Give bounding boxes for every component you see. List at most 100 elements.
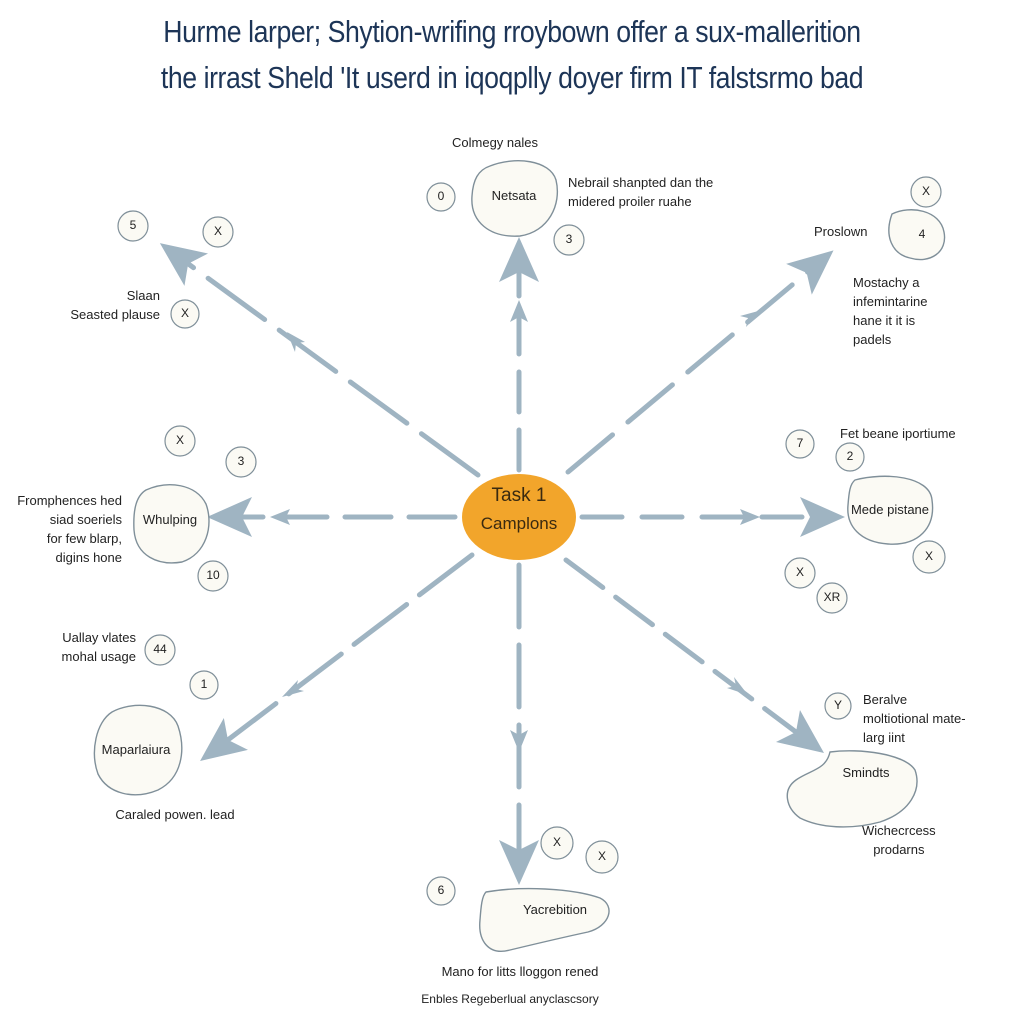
mid-arrow-right	[740, 509, 760, 525]
bottom-left-blob-label: Maparlaiura	[101, 742, 171, 757]
right-badge-a: 7	[796, 436, 804, 450]
badge-circle-b-b	[585, 840, 619, 874]
badge-circle-l-c	[197, 560, 229, 592]
spoke-top-left	[159, 243, 481, 478]
right-blob-label: Mede pistane	[850, 502, 930, 517]
bottom-right-note-line: moltiotional mate-	[863, 711, 966, 726]
top-note-line: midered proiler ruahe	[568, 194, 692, 209]
left-note-line: for few blarp,	[46, 531, 122, 546]
badge-circle-tr-a	[910, 176, 942, 208]
badge-circle-tl-c	[170, 299, 200, 329]
top-left-note-line: Seasted plause	[70, 307, 160, 322]
badge-circle-bl-b	[189, 670, 219, 700]
top-right-note: Mostachy a infemintarine hane it it is p…	[853, 273, 927, 349]
right-badge-e: XR	[823, 590, 841, 604]
badge-circle-top-a	[426, 182, 456, 212]
bottom-right-note-line: Beralve	[863, 692, 908, 707]
left-badge-b: 3	[237, 454, 245, 468]
top-right-note-line: Mostachy a	[853, 275, 920, 290]
bottom-right-badge-a: Y	[833, 698, 842, 712]
bottom-right-note-line: larg iint	[863, 730, 905, 745]
right-heading: Fet beane iportiume	[840, 426, 956, 441]
right-badge-b: 2	[846, 449, 854, 463]
badge-circle-b-a	[540, 826, 574, 860]
blob-bottom[interactable]	[479, 887, 610, 952]
bottom-left-note: Uallay vlates mohal usage	[40, 628, 136, 666]
bottom-badge-c: 6	[437, 883, 445, 897]
top-left-badge-a: 5	[129, 218, 137, 232]
bottom-right-note2-line: Wichecrcess	[862, 823, 936, 838]
bottom-right-note2: Wichecrcess prodarns	[862, 821, 936, 859]
top-badge-a: 0	[437, 189, 445, 203]
left-blob-label: Whulping	[142, 512, 198, 527]
badge-circle-r-c	[784, 557, 816, 589]
right-badge-c: X	[795, 565, 804, 579]
bottom-left-note-line: mohal usage	[61, 649, 136, 664]
badge-circle-br-a	[824, 692, 852, 720]
blob-right[interactable]	[847, 475, 934, 545]
bottom-left-badge-a: 44	[153, 642, 167, 656]
left-note-line: digins hone	[55, 550, 123, 565]
bottom-right-blob-label: Smindts	[842, 765, 890, 780]
badge-circle-l-a	[164, 425, 196, 457]
center-node-subtitle: Camplons	[480, 514, 558, 533]
top-note: Nebrail shanpted dan the midered proiler…	[568, 173, 713, 211]
top-right-note-line: hane it it is	[853, 313, 916, 328]
diagram-title-line-1: Hurme larper; Shytion-wrifing rroybown o…	[163, 14, 861, 49]
mid-arrow-top-right	[740, 310, 762, 327]
top-right-note-line: infemintarine	[853, 294, 928, 309]
right-badge-d: X	[924, 549, 933, 563]
top-blob-label: Netsata	[491, 188, 537, 203]
badge-circle-tl-a	[117, 210, 149, 242]
badge-circle-top-b	[553, 224, 585, 256]
badge-circle-r-b	[835, 442, 865, 472]
bottom-badge-b: X	[597, 849, 606, 863]
blob-bottom-right[interactable]	[786, 750, 918, 828]
bottom-right-note2-line: prodarns	[873, 842, 925, 857]
top-right-label: Proslown	[814, 224, 868, 239]
blob-left[interactable]	[133, 484, 210, 564]
bottom-right-note: Beralve moltiotional mate- larg iint	[863, 690, 966, 747]
badge-circle-r-d	[912, 540, 946, 574]
top-left-note-line: Slaan	[126, 288, 160, 303]
top-right-note-line: padels	[853, 332, 892, 347]
mid-arrow-left	[270, 509, 290, 525]
badge-circle-r-e	[816, 582, 848, 614]
center-node-title: Task 1	[491, 485, 547, 506]
blob-bottom-left[interactable]	[93, 704, 183, 796]
top-left-note: Slaan Seasted plause	[50, 286, 160, 324]
left-note: Fromphences hed siad soeriels for few bl…	[10, 491, 122, 567]
mid-arrow-bottom-left	[282, 680, 304, 697]
bottom-blob-label: Yacrebition	[522, 902, 588, 917]
badge-circle-bl-a	[144, 634, 176, 666]
mid-arrow-bottom-right	[727, 677, 748, 695]
badge-circle-l-b	[225, 446, 257, 478]
top-right-badge-a: X	[921, 184, 930, 198]
bottom-left-note-line: Uallay vlates	[62, 630, 136, 645]
top-right-badge-b: 4	[918, 227, 926, 241]
diagram-title-line-2: the irrast Sheld 'It userd in iqoqplly d…	[160, 60, 864, 95]
left-badge-c: 10	[206, 568, 220, 582]
top-heading: Colmegy nales	[452, 135, 538, 150]
mid-arrow-top-left	[287, 332, 305, 352]
top-badge-b: 3	[565, 232, 573, 246]
blob-top[interactable]	[471, 160, 558, 237]
mid-arrow-bottom	[510, 730, 528, 752]
bottom-left-caption: Caraled powen. lead	[115, 807, 235, 822]
blob-top-right[interactable]	[888, 209, 946, 261]
spoke-bottom-right	[563, 557, 825, 753]
left-note-line: siad soeriels	[49, 512, 122, 527]
bottom-caption: Mano for litts lloggon rened	[441, 964, 599, 979]
left-badge-a: X	[175, 433, 184, 447]
center-node[interactable]	[462, 474, 576, 560]
bottom-left-badge-b: 1	[200, 677, 208, 691]
diagram-footer: Enbles Regeberlual anyclascsory	[421, 992, 599, 1006]
badge-circle-b-c	[426, 876, 456, 906]
top-left-badge-b: X	[213, 224, 222, 238]
badge-circle-tl-b	[202, 216, 234, 248]
top-left-badge-c: X	[180, 306, 189, 320]
badge-circle-r-a	[785, 429, 815, 459]
spoke-top-right	[565, 250, 834, 475]
spoke-bottom-left	[200, 552, 475, 762]
